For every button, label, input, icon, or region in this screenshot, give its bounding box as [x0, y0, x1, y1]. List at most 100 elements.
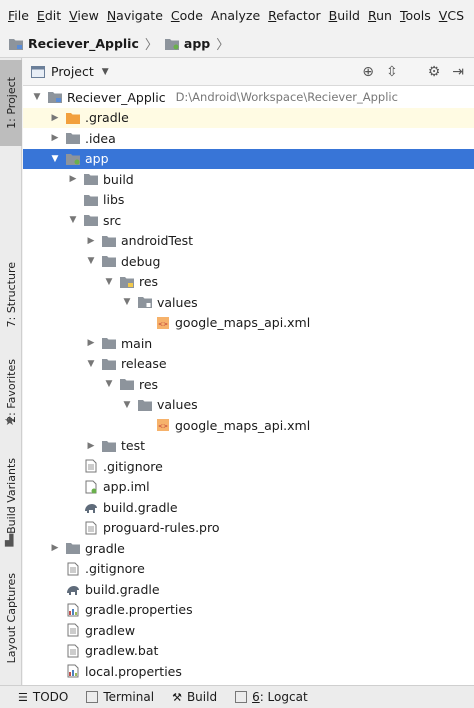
tab-todo[interactable]: ☰ TODO: [18, 690, 68, 704]
tree-row[interactable]: app.iml: [23, 477, 474, 498]
tree-row[interactable]: ▼values: [23, 292, 474, 313]
tree-row[interactable]: <>google_maps_api.xml: [23, 415, 474, 436]
tree-row-label: build: [103, 171, 134, 187]
tree-row-label: gradlew: [85, 622, 136, 638]
tree-row[interactable]: ▶gradle: [23, 538, 474, 559]
menu-item[interactable]: VCS: [435, 8, 468, 23]
expand-open-icon[interactable]: ▼: [105, 379, 113, 390]
tree-row[interactable]: ▼res: [23, 272, 474, 293]
tree-row[interactable]: ▶.gradle: [23, 107, 474, 128]
expand-open-icon[interactable]: ▼: [33, 92, 41, 103]
tree-row[interactable]: ▼values: [23, 395, 474, 416]
breadcrumb-project[interactable]: Reciever_Applic 〉: [8, 34, 164, 53]
tree-row-label: build.gradle: [103, 499, 178, 515]
text-file-icon: [67, 562, 79, 576]
expand-open-icon[interactable]: ▼: [105, 276, 113, 287]
text-file-icon: [67, 644, 79, 658]
tree-row-label: .idea: [85, 130, 116, 146]
tree-row[interactable]: build.gradle: [23, 497, 474, 518]
tree-row[interactable]: ▶ .idea: [23, 128, 474, 149]
tree-row[interactable]: ▼src: [23, 210, 474, 231]
tree-row[interactable]: libs: [23, 190, 474, 211]
menu-item[interactable]: File: [4, 8, 33, 23]
tree-row[interactable]: proguard-rules.pro: [23, 518, 474, 539]
tree-row[interactable]: ▶ build: [23, 169, 474, 190]
tree-row[interactable]: gradlew.bat: [23, 641, 474, 662]
tab-terminal-label: Terminal: [103, 690, 155, 704]
tab-layout-captures[interactable]: Layout Captures: [0, 568, 22, 668]
expand-closed-icon[interactable]: ▶: [87, 440, 95, 451]
left-tool-strip: 1: Project 7: Structure 2: Favorites ★ B…: [0, 58, 22, 685]
tree-row-path: D:\Android\Workspace\Reciever_Applic: [175, 90, 398, 105]
hide-panel-icon[interactable]: ⇥: [452, 64, 464, 80]
tab-project[interactable]: 1: Project: [0, 60, 22, 146]
menu-item[interactable]: Navigate: [103, 8, 167, 23]
tree-row[interactable]: ▼ Reciever_Applic D:\Android\Workspace\Rec…: [23, 87, 474, 108]
project-panel: Project ▼ ⊕ ⇳ ⚙ ⇥ ▼ Reciever_Applic D:\And…: [23, 58, 474, 685]
folder-icon: [102, 440, 116, 452]
tree-row[interactable]: ▶ androidTest: [23, 231, 474, 252]
menu-item[interactable]: Tools: [396, 8, 435, 23]
expand-open-icon[interactable]: ▼: [123, 399, 131, 410]
menu-item[interactable]: Code: [167, 8, 207, 23]
tree-row-label: release: [121, 356, 167, 372]
expand-open-icon[interactable]: ▼: [123, 297, 131, 308]
tree-row[interactable]: build.gradle: [23, 579, 474, 600]
locate-icon[interactable]: ⊕: [362, 64, 374, 80]
tree-row[interactable]: ▼app: [23, 148, 474, 169]
menu-item-mnemonic: B: [328, 7, 338, 23]
tree-row[interactable]: ▼res: [23, 374, 474, 395]
terminal-icon: [86, 691, 99, 703]
menu-item-mnemonic: T: [399, 7, 406, 23]
menu-item-label: efactor: [276, 7, 321, 23]
tab-build-variants-label: Build Variants: [4, 458, 18, 534]
expand-closed-icon[interactable]: ▶: [51, 112, 59, 123]
expand-open-icon[interactable]: ▼: [87, 256, 95, 267]
breadcrumb: Reciever_Applic 〉 app 〉: [0, 30, 474, 58]
expand-closed-icon[interactable]: ▶: [69, 174, 77, 185]
tree-row[interactable]: gradlew: [23, 620, 474, 641]
expand-closed-icon[interactable]: ▶: [51, 543, 59, 554]
breadcrumb-module[interactable]: app 〉: [164, 34, 235, 53]
gear-icon[interactable]: ⚙: [427, 64, 441, 80]
folder-icon: [66, 133, 80, 145]
tree-row[interactable]: <>google_maps_api.xml: [23, 313, 474, 334]
expand-closed-icon[interactable]: ▶: [87, 338, 95, 349]
menu-item[interactable]: View: [65, 8, 103, 23]
tree-row[interactable]: ▶test: [23, 436, 474, 457]
tree-row[interactable]: ▶main: [23, 333, 474, 354]
module-folder-icon: [66, 153, 80, 165]
tree-row[interactable]: local.properties: [23, 661, 474, 682]
project-view-selector[interactable]: Project ▼: [31, 64, 109, 79]
tab-build[interactable]: ⚒ Build: [172, 690, 217, 704]
collapse-all-icon[interactable]: ⇳: [385, 64, 398, 80]
orange-folder-icon: [66, 112, 80, 124]
menu-item-mnemonic: R: [368, 7, 377, 23]
menu-item[interactable]: Edit: [33, 8, 65, 23]
menu-item[interactable]: Build: [325, 8, 364, 23]
menu-item[interactable]: Refactor: [264, 8, 324, 23]
expand-open-icon[interactable]: ▼: [69, 215, 77, 226]
tab-terminal[interactable]: Terminal: [86, 690, 154, 704]
menu-item-mnemonic: V: [69, 7, 78, 23]
menu-item[interactable]: Analyze: [207, 8, 264, 23]
tree-row[interactable]: .gitignore: [23, 456, 474, 477]
expand-closed-icon[interactable]: ▶: [87, 235, 95, 246]
tree-row-label: .gitignore: [103, 458, 163, 474]
chevron-down-icon: ▼: [101, 66, 109, 77]
tree-row-label: androidTest: [121, 233, 194, 249]
tree-row-label: Reciever_Applic: [67, 89, 166, 105]
tab-structure[interactable]: 7: Structure: [0, 250, 22, 340]
project-module-icon: [48, 92, 62, 104]
tab-build-variants[interactable]: Build Variants: [0, 450, 22, 542]
text-file-icon: [85, 521, 97, 535]
tree-row[interactable]: .gitignore: [23, 559, 474, 580]
tab-logcat[interactable]: 6 : Logcat: [235, 690, 308, 704]
expand-open-icon[interactable]: ▼: [51, 153, 59, 164]
expand-closed-icon[interactable]: ▶: [51, 133, 59, 144]
tree-row[interactable]: gradle.properties: [23, 600, 474, 621]
menu-item[interactable]: Run: [364, 8, 396, 23]
tree-row[interactable]: ▼ release: [23, 354, 474, 375]
expand-open-icon[interactable]: ▼: [87, 358, 95, 369]
tree-row[interactable]: ▼debug: [23, 251, 474, 272]
